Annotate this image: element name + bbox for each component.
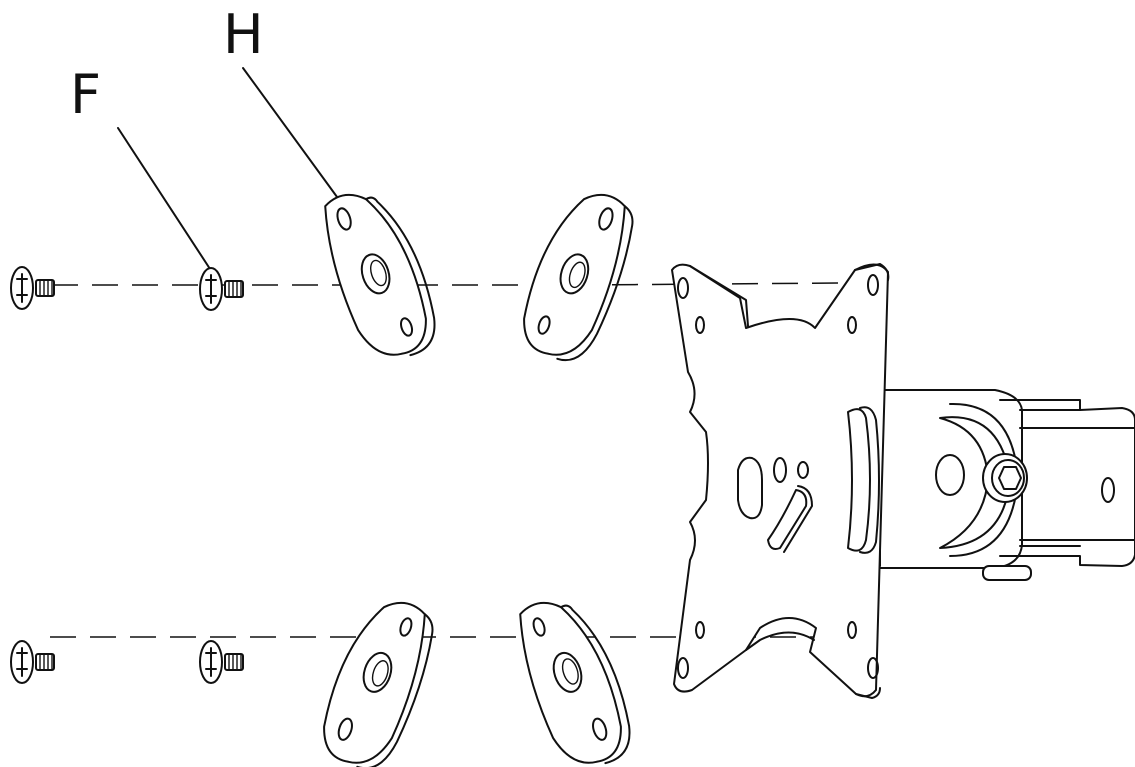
- spacer-bottom-right: [519, 601, 631, 765]
- swivel-arm: [869, 389, 1135, 581]
- screw-bottom-right: [199, 640, 244, 684]
- spacer-bottom-left: [323, 601, 434, 767]
- screw-top-right: [199, 267, 244, 311]
- leader-line-f: [117, 127, 213, 273]
- spacer-top-left: [324, 193, 436, 357]
- vesa-mounting-plate: [671, 263, 890, 699]
- callout-label-h: H: [223, 3, 264, 66]
- callout-label-f: F: [70, 63, 102, 126]
- screw-top-left: [10, 266, 55, 310]
- leader-line-h: [242, 67, 349, 213]
- spacer-top-right: [523, 193, 634, 362]
- screw-bottom-left: [10, 640, 55, 684]
